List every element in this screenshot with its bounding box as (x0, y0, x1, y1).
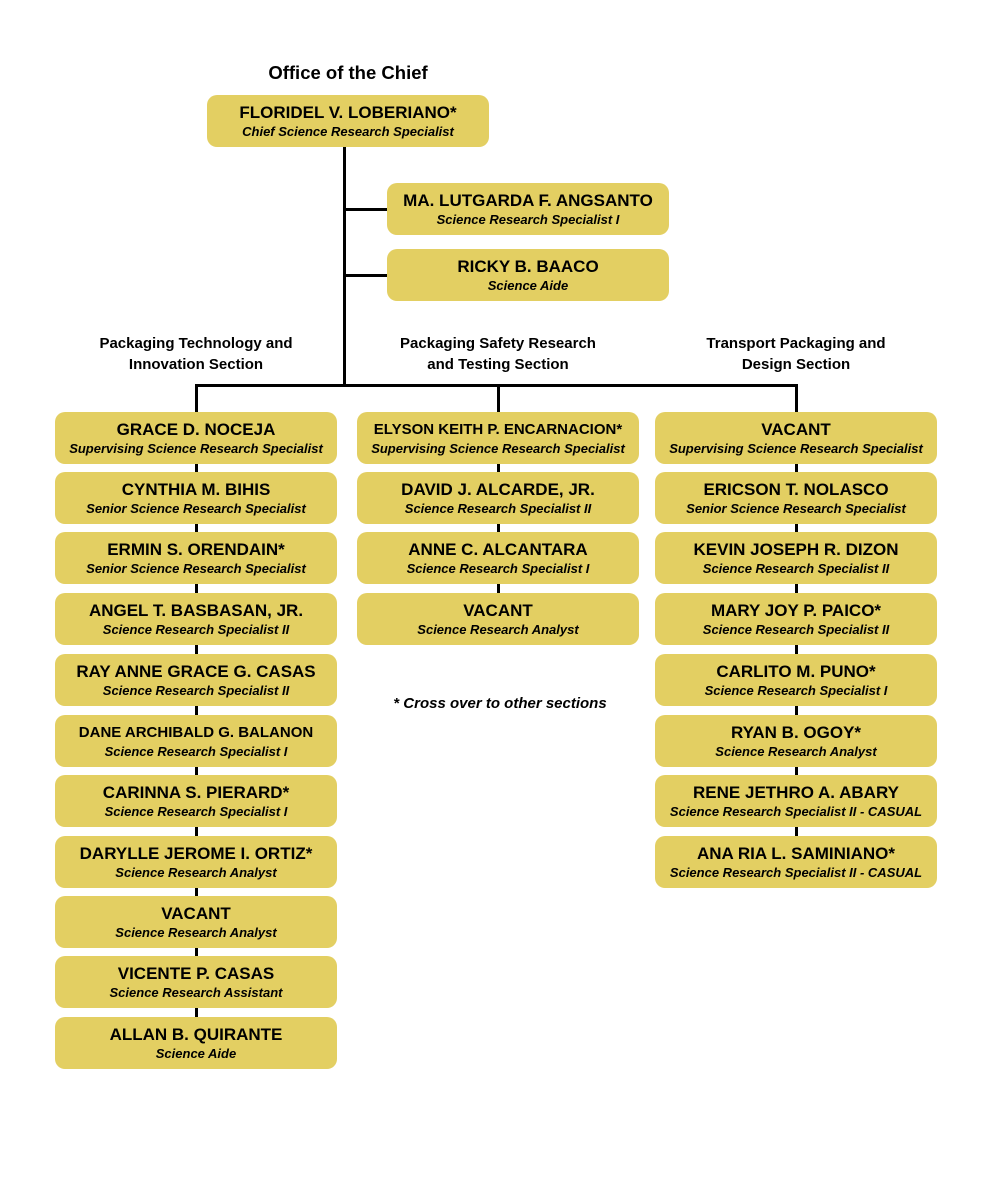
member-name: VACANT (161, 903, 231, 923)
member-title: Science Research Specialist II - CASUAL (669, 864, 923, 880)
member-title: Supervising Science Research Specialist (371, 440, 625, 456)
member-title: Senior Science Research Specialist (86, 560, 306, 576)
staff-name: MA. LUTGARDA F. ANGSANTO (403, 190, 653, 210)
member-name: VICENTE P. CASAS (117, 963, 275, 983)
member-name: RAY ANNE GRACE G. CASAS (76, 661, 316, 681)
member-name: CARINNA S. PIERARD* (102, 782, 290, 802)
member-title: Science Research Specialist I (104, 803, 288, 819)
member-title: Supervising Science Research Specialist (69, 440, 323, 456)
member-name: DAVID J. ALCARDE, JR. (401, 479, 595, 499)
member-title: Senior Science Research Specialist (86, 500, 306, 516)
member-name: RENE JETHRO A. ABARY (693, 782, 899, 802)
staff-box: MA. LUTGARDA F. ANGSANTO Science Researc… (387, 183, 669, 235)
section-title-line: Packaging Safety Research (400, 335, 596, 352)
member-box: MARY JOY P. PAICO*Science Research Speci… (655, 593, 937, 645)
member-title: Science Aide (155, 1045, 237, 1061)
member-name: ALLAN B. QUIRANTE (109, 1024, 283, 1044)
staff-title: Science Research Specialist I (436, 211, 620, 227)
member-title: Science Research Specialist II (702, 560, 890, 576)
member-title: Science Research Specialist I (406, 560, 590, 576)
staff-connector (343, 208, 388, 211)
member-box: RYAN B. OGOY*Science Research Analyst (655, 715, 937, 767)
chief-name: FLORIDEL V. LOBERIANO* (239, 102, 457, 122)
member-name: ANGEL T. BASBASAN, JR. (88, 600, 304, 620)
member-name: RYAN B. OGOY* (730, 722, 862, 742)
chief-title: Chief Science Research Specialist (242, 123, 454, 139)
member-box: ERMIN S. ORENDAIN*Senior Science Researc… (55, 532, 337, 584)
staff-name: RICKY B. BAACO (457, 256, 599, 276)
member-name: VACANT (463, 600, 533, 620)
member-title: Science Research Analyst (715, 743, 877, 759)
member-box: ANA RIA L. SAMINIANO*Science Research Sp… (655, 836, 937, 888)
section-title-line: Innovation Section (128, 356, 264, 373)
member-name: DARYLLE JEROME I. ORTIZ* (79, 843, 313, 863)
section-vertical-connector (195, 384, 198, 1043)
member-name: DANE ARCHIBALD G. BALANON (78, 723, 314, 741)
office-title: Office of the Chief (268, 62, 428, 83)
footnote: * Cross over to other sections (393, 695, 607, 712)
member-name: ERICSON T. NOLASCO (703, 479, 889, 499)
member-title: Science Research Assistant (109, 984, 283, 1000)
member-title: Senior Science Research Specialist (686, 500, 906, 516)
section-title-line: Design Section (741, 356, 851, 373)
member-name: ANNE C. ALCANTARA (408, 539, 588, 559)
member-name: GRACE D. NOCEJA (116, 419, 276, 439)
chief-box: FLORIDEL V. LOBERIANO* Chief Science Res… (207, 95, 489, 147)
member-title: Science Research Specialist II (102, 682, 290, 698)
member-name: ELYSON KEITH P. ENCARNACION* (373, 420, 623, 438)
member-name: ERMIN S. ORENDAIN* (107, 539, 285, 559)
member-box: DARYLLE JEROME I. ORTIZ*Science Research… (55, 836, 337, 888)
member-name: KEVIN JOSEPH R. DIZON (693, 539, 899, 559)
member-name: CARLITO M. PUNO* (716, 661, 876, 681)
staff-connector (343, 274, 388, 277)
member-title: Science Research Specialist II (702, 621, 890, 637)
member-box: CARINNA S. PIERARD*Science Research Spec… (55, 775, 337, 827)
section-title-line: Transport Packaging and (706, 335, 886, 352)
member-box: DANE ARCHIBALD G. BALANON Science Researc… (55, 715, 337, 767)
member-box: DAVID J. ALCARDE, JR.Science Research Sp… (357, 472, 639, 524)
section-title-line: and Testing Section (427, 356, 569, 373)
trunk-connector (343, 147, 346, 387)
staff-title: Science Aide (487, 277, 569, 293)
section-title-line: Packaging Technology and (99, 335, 293, 352)
member-box: ANGEL T. BASBASAN, JR.Science Research S… (55, 593, 337, 645)
member-name: MARY JOY P. PAICO* (710, 600, 882, 620)
member-title: Science Research Analyst (417, 621, 579, 637)
member-box: CARLITO M. PUNO*Science Research Special… (655, 654, 937, 706)
member-title: Science Research Specialist II - CASUAL (669, 803, 923, 819)
member-title: Science Research Specialist I (704, 682, 888, 698)
section-title: Packaging Safety Research and Testing Sec… (348, 333, 648, 375)
member-title: Science Research Specialist I (104, 743, 288, 759)
staff-box: RICKY B. BAACO Science Aide (387, 249, 669, 301)
member-name: CYNTHIA M. BIHIS (121, 479, 271, 499)
member-title: Science Research Specialist II (404, 500, 592, 516)
member-box: ELYSON KEITH P. ENCARNACION* Supervising … (357, 412, 639, 464)
member-title: Science Research Specialist II (102, 621, 290, 637)
member-title: Science Research Analyst (115, 924, 277, 940)
member-name: ANA RIA L. SAMINIANO* (696, 843, 895, 863)
section-connector (195, 384, 797, 387)
member-title: Science Research Analyst (115, 864, 277, 880)
member-title: Supervising Science Research Specialist (669, 440, 923, 456)
member-name: VACANT (761, 419, 831, 439)
